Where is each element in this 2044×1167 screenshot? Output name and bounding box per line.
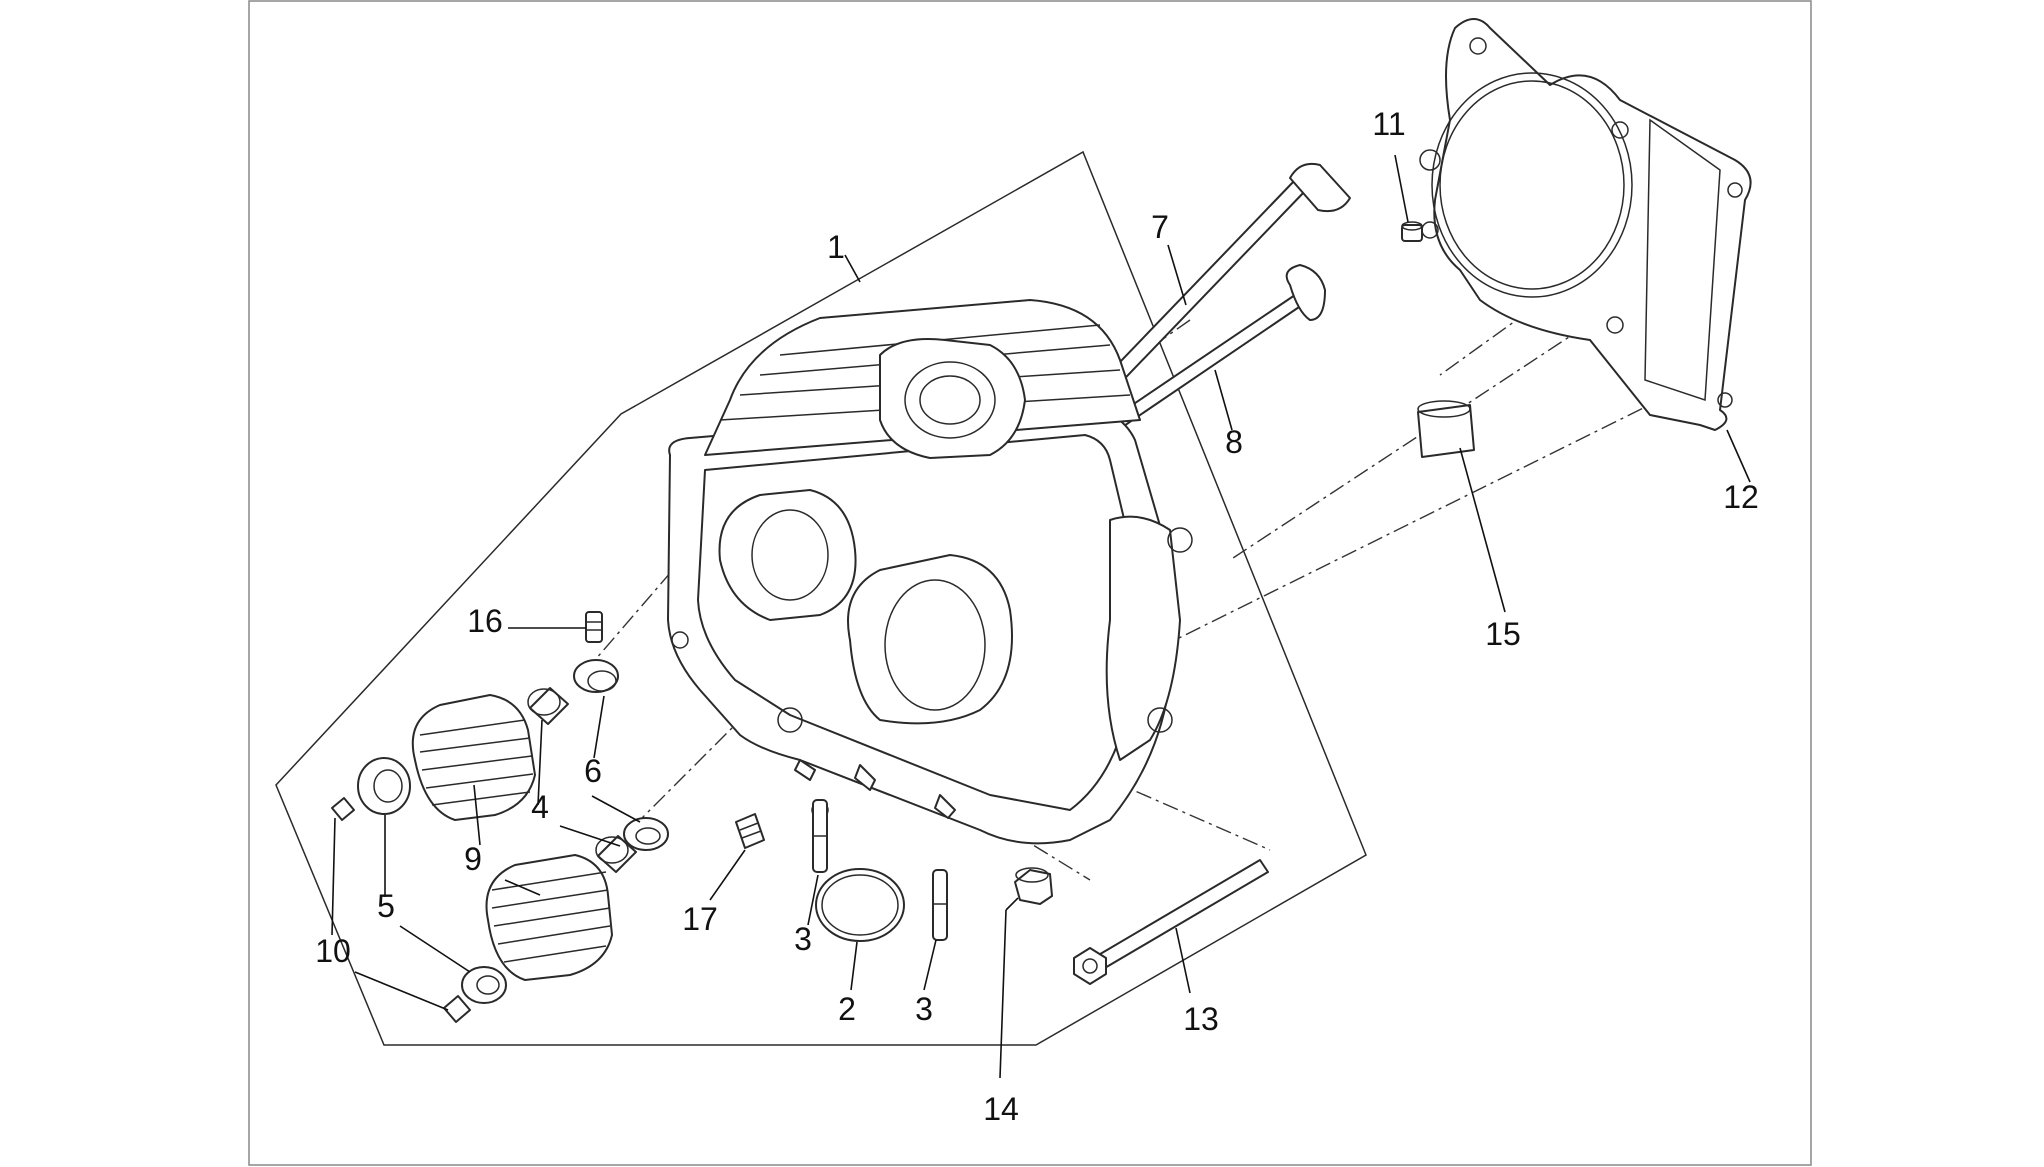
cylinder-head-gasket [1419, 18, 1752, 431]
callout-13: 13 [1183, 1001, 1219, 1037]
leader-lines [331, 154, 1751, 1079]
callout-6: 6 [584, 753, 602, 789]
callout-5: 5 [377, 888, 395, 924]
valve-spring-9-lower [485, 854, 613, 981]
stud-bolt-13 [1073, 859, 1269, 985]
valve-stem-seal-4 [527, 687, 637, 873]
callout-9: 9 [464, 841, 482, 877]
callout-8: 8 [1225, 424, 1243, 460]
plug-16 [585, 611, 603, 643]
diagram-border [248, 0, 1812, 1166]
callout-17: 17 [682, 901, 718, 937]
dowel-pin-11 [1401, 221, 1423, 242]
callout-11: 11 [1372, 106, 1405, 142]
valve-spring-9-upper [411, 694, 536, 821]
callout-2: 2 [838, 991, 856, 1027]
callout-15: 15 [1485, 616, 1521, 652]
callout-3-a: 3 [794, 921, 812, 957]
callout-10: 10 [315, 933, 351, 969]
bushing-15 [1417, 400, 1475, 458]
callout-14: 14 [983, 1091, 1019, 1127]
drain-plug-14 [1014, 867, 1053, 905]
callout-4: 4 [531, 789, 549, 825]
valve-seal-6 [573, 659, 669, 851]
callout-labels: 1 2 3 3 4 5 6 7 8 9 10 11 12 13 14 15 16… [315, 106, 1759, 1127]
callout-12: 12 [1723, 479, 1759, 515]
plug-17 [735, 813, 765, 849]
callout-16: 16 [467, 603, 503, 639]
callout-3-b: 3 [915, 991, 933, 1027]
callout-7: 7 [1151, 209, 1169, 245]
spring-retainer-5 [357, 757, 507, 1004]
valve-8 [1109, 264, 1326, 431]
valve-collet-10 [331, 797, 471, 1023]
callout-1: 1 [827, 229, 845, 265]
cylinder-head [667, 299, 1193, 845]
assembly-group-outline [275, 150, 1367, 1046]
o-ring-2 [815, 868, 905, 942]
dowel-pin-3 [812, 799, 948, 941]
